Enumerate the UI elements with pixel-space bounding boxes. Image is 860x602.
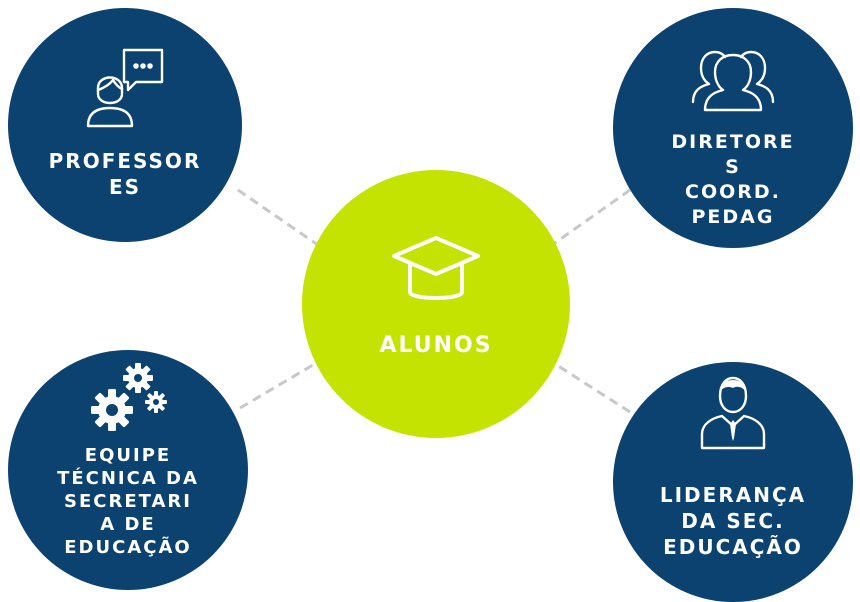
- connector-professores: [237, 188, 319, 247]
- businessman-icon: [700, 376, 766, 450]
- group-of-people-icon: [691, 50, 775, 112]
- connector-diretores: [551, 188, 631, 247]
- node-equipe: EQUIPE TÉCNICA DA SECRETARI A DE EDUCAÇÃ…: [8, 350, 248, 590]
- graduation-cap-icon: [392, 236, 480, 300]
- node-professores-label: PROFESSOR ES: [48, 149, 202, 199]
- node-diretores-label: DIRETORE S COORD. PEDAG: [671, 131, 795, 228]
- node-alunos-label: ALUNOS: [379, 333, 493, 358]
- node-equipe-label: EQUIPE TÉCNICA DA SECRETARI A DE EDUCAÇÃ…: [57, 445, 199, 558]
- node-lideranca: LIDERANÇA DA SEC. EDUCAÇÃO: [613, 362, 853, 602]
- connector-lideranca: [551, 360, 631, 414]
- connector-equipe: [239, 360, 319, 410]
- node-diretores: DIRETORE S COORD. PEDAG: [613, 8, 853, 248]
- node-lideranca-label: LIDERANÇA DA SEC. EDUCAÇÃO: [659, 483, 807, 559]
- node-alunos: ALUNOS: [302, 170, 570, 438]
- gears-icon: [91, 363, 167, 431]
- node-professores: PROFESSOR ES: [8, 8, 242, 242]
- teacher-speech-bubble-icon: [86, 48, 164, 128]
